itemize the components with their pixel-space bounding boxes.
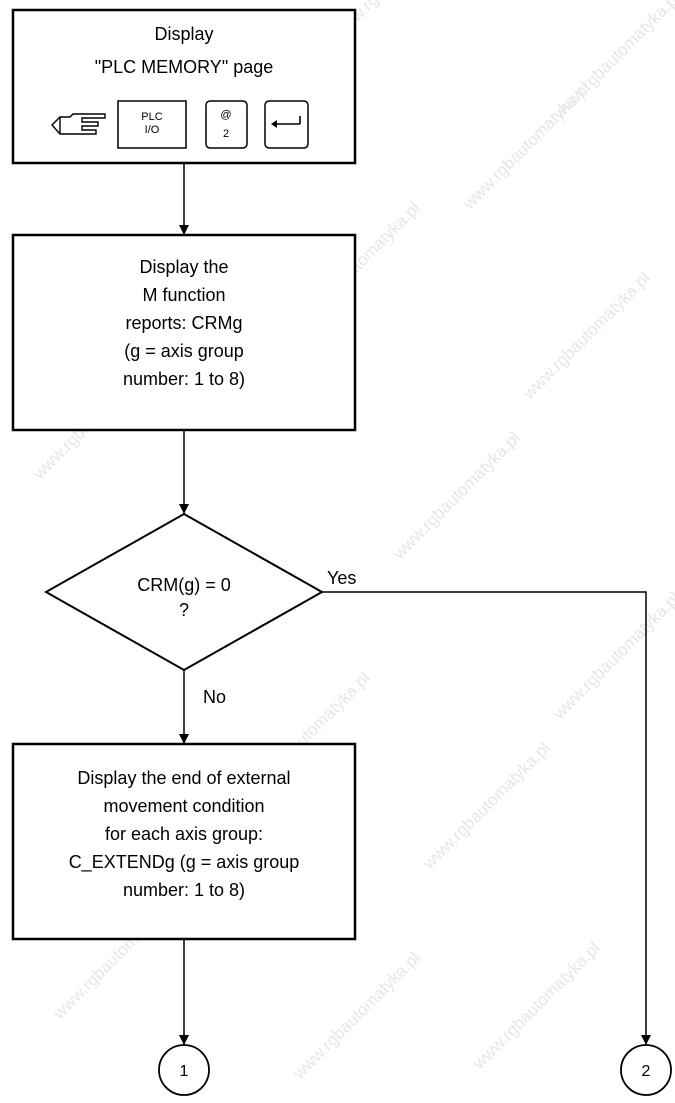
no-label: No <box>203 687 226 707</box>
step-display-m-function-reports: Display the M function reports: CRMg (g … <box>11 233 357 432</box>
watermark: www.rgbautomatyka.pl <box>389 428 524 563</box>
step-text-line: reports: CRMg <box>125 313 242 333</box>
watermark: www.rgbautomatyka.pl <box>419 738 554 873</box>
step-text-line: movement condition <box>103 796 264 816</box>
pointing-hand-icon <box>51 113 106 135</box>
step-display-end-condition: Display the end of external movement con… <box>11 742 357 941</box>
watermark: www.rgbautomatyka.pl <box>549 588 675 723</box>
plc-io-key[interactable]: PLC I/O <box>117 100 187 149</box>
connector-2-label: 2 <box>642 1063 651 1080</box>
plc-io-key-label-line2: I/O <box>145 124 160 136</box>
step-text-line: M function <box>142 285 225 305</box>
step-title-line1: Display <box>154 24 213 44</box>
step-title-line2: "PLC MEMORY" page <box>95 57 274 77</box>
watermark: www.rgbautomatyka.pl <box>519 268 654 403</box>
connector-2: 2 <box>620 1044 672 1096</box>
watermark: www.rgbautomatyka.pl <box>459 78 594 213</box>
step-display-plc-memory-page: Display "PLC MEMORY" page PLC I/O @ 2 <box>11 8 357 165</box>
yes-label: Yes <box>327 568 356 588</box>
plc-io-key-label-line1: PLC <box>141 111 162 123</box>
decision-question-mark: ? <box>179 600 189 620</box>
at-key-label-line1: @ <box>220 109 231 121</box>
watermark: www.rgbautomatyka.pl <box>469 938 604 1073</box>
step-text-line: number: 1 to 8) <box>123 369 245 389</box>
at-key-label-line2: 2 <box>223 128 229 140</box>
watermark: www.rgbautomatyka.pl <box>289 948 424 1083</box>
decision-condition: CRM(g) = 0 <box>137 575 231 595</box>
step-text-line: Display the end of external <box>77 768 290 788</box>
enter-arrow-icon <box>271 116 301 128</box>
at-2-key[interactable]: @ 2 <box>205 100 248 149</box>
decision-crm-zero: CRM(g) = 0 ? <box>43 512 325 672</box>
step-text-line: Display the <box>139 257 228 277</box>
connector-1: 1 <box>158 1044 210 1096</box>
enter-key[interactable] <box>264 100 309 149</box>
connector-1-label: 1 <box>180 1063 189 1080</box>
step-text-line: (g = axis group <box>124 341 244 361</box>
yes-branch-line <box>322 591 651 1045</box>
step-text-line: number: 1 to 8) <box>123 880 245 900</box>
step-text-line: for each axis group: <box>105 824 263 844</box>
step-text-line: C_EXTENDg (g = axis group <box>69 852 300 873</box>
